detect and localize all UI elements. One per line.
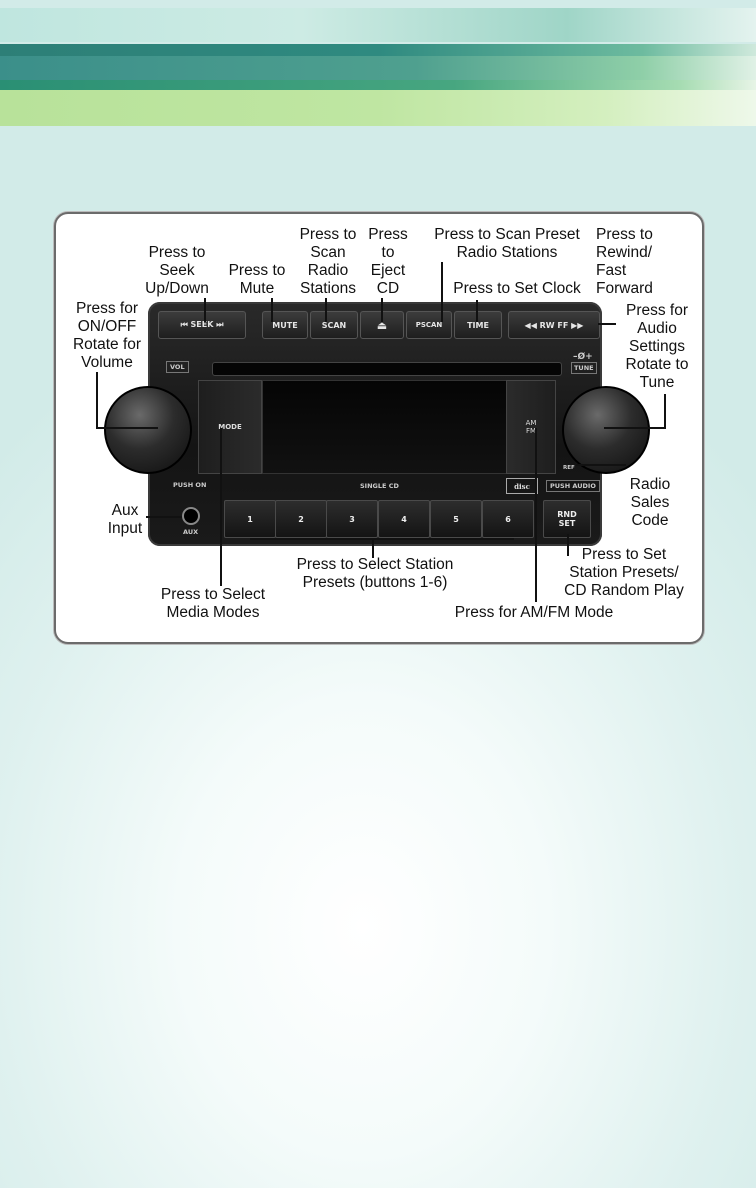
scan-button[interactable]: SCAN xyxy=(310,311,358,339)
presets-bracket-line xyxy=(250,538,514,540)
pscan-leader-line xyxy=(441,262,443,322)
audio-leader-line-h xyxy=(604,427,666,429)
cd-slot xyxy=(212,362,562,376)
rndset-callout: Press to Set Station Presets/ CD Random … xyxy=(564,546,684,599)
rewind-callout: Press to Rewind/ Fast Forward xyxy=(596,226,653,297)
scan-leader-line xyxy=(325,298,327,322)
power-callout: Press for ON/OFF Rotate for Volume xyxy=(72,300,142,371)
amfm-leader-line xyxy=(535,428,537,602)
clock-callout: Press to Set Clock xyxy=(453,280,581,297)
rnd-label: RND xyxy=(557,510,577,519)
scan-callout: Press to Scan Radio Stations xyxy=(299,226,357,297)
seek-leader-line xyxy=(204,298,206,322)
pscan-button[interactable]: PSCAN xyxy=(406,311,452,339)
preset-button-2[interactable]: 2 xyxy=(275,500,327,538)
header-band-light xyxy=(0,90,756,126)
pscan-callout: Press to Scan Preset Radio Stations xyxy=(434,226,580,261)
preset-button-1[interactable]: 1 xyxy=(224,500,276,538)
header-band-green xyxy=(0,80,756,90)
preset-button-6[interactable]: 6 xyxy=(482,500,534,538)
mute-callout: Press to Mute xyxy=(228,262,286,297)
time-button[interactable]: TIME xyxy=(454,311,502,339)
am-label: AM xyxy=(525,419,537,427)
seek-button[interactable]: ⏮ SEEK ⏭ xyxy=(158,311,246,339)
mute-button[interactable]: MUTE xyxy=(262,311,308,339)
volume-knob[interactable] xyxy=(104,386,192,474)
power-leader-line-h xyxy=(96,427,158,429)
clock-leader-line xyxy=(476,300,478,322)
header-bands xyxy=(0,0,756,128)
vol-label: VOL xyxy=(166,361,189,373)
presets-callout: Press to Select Station Presets (buttons… xyxy=(296,556,454,591)
rwff-button[interactable]: ◀◀ RW FF ▶▶ xyxy=(508,311,600,339)
push-audio-label: PUSH AUDIO xyxy=(546,480,600,492)
seek-callout: Press to Seek Up/Down xyxy=(145,244,209,297)
preset-button-4[interactable]: 4 xyxy=(378,500,430,538)
tune-knob[interactable] xyxy=(562,386,650,474)
eject-callout: Press to Eject CD xyxy=(368,226,408,297)
header-band-top xyxy=(0,8,756,42)
sales-callout: Radio Sales Code xyxy=(629,476,671,529)
aux-jack[interactable] xyxy=(182,507,200,525)
audio-leader-line-v xyxy=(664,394,666,428)
mute-leader-line xyxy=(271,298,273,322)
aux-label: AUX xyxy=(183,528,199,536)
presets-leader-line xyxy=(372,538,374,558)
push-on-label: PUSH ON xyxy=(173,481,207,489)
media-callout: Press to Select Media Modes xyxy=(160,586,266,621)
display-screen xyxy=(262,380,508,474)
amfm-callout: Press for AM/FM Mode xyxy=(454,604,614,621)
rndset-leader-line xyxy=(567,534,569,556)
aux-callout: Aux Input xyxy=(107,502,143,537)
audio-callout: Press for Audio Settings Rotate to Tune xyxy=(625,302,689,391)
set-label: SET xyxy=(558,519,576,528)
tune-icon: –Ø+ xyxy=(573,352,593,362)
sales-leader-line xyxy=(576,464,626,466)
header-band-dark xyxy=(0,44,756,56)
compact-disc-logo: disc xyxy=(506,478,538,494)
fm-label: FM xyxy=(525,427,537,435)
power-leader-line-v xyxy=(96,372,98,428)
mode-button[interactable]: MODE xyxy=(198,380,262,474)
ref-label: REF xyxy=(563,465,575,471)
single-cd-label: SINGLE CD xyxy=(360,482,399,490)
preset-button-5[interactable]: 5 xyxy=(430,500,482,538)
media-leader-line xyxy=(220,428,222,586)
tune-label: TUNE xyxy=(571,362,597,374)
aux-leader-line xyxy=(146,516,182,518)
preset-button-3[interactable]: 3 xyxy=(326,500,378,538)
rewind-leader-line xyxy=(598,323,616,325)
header-band-mid xyxy=(0,56,756,80)
eject-leader-line xyxy=(381,298,383,322)
